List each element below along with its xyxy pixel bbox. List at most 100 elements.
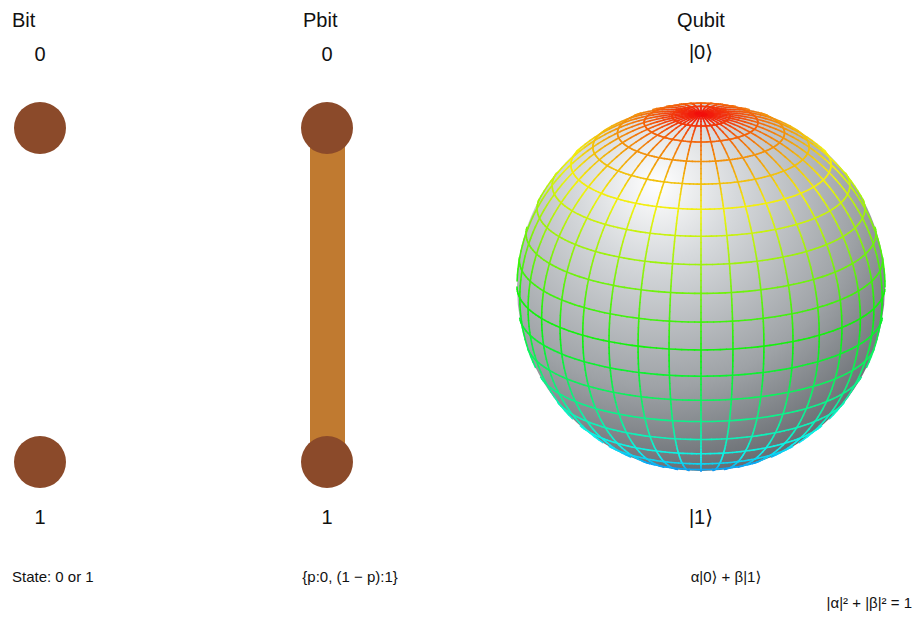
grid-line (719, 184, 721, 189)
grid-line (792, 342, 794, 348)
grid-line (765, 200, 767, 206)
grid-line (793, 340, 799, 341)
grid-line (791, 365, 793, 371)
grid-line (776, 343, 782, 346)
grid-line (665, 291, 671, 293)
grid-line (700, 206, 702, 212)
grid-line (767, 287, 773, 289)
grid-line (725, 399, 731, 401)
grid-line (732, 331, 734, 337)
grid-line (792, 353, 794, 359)
grid-line (735, 419, 741, 421)
grid-line (700, 274, 702, 280)
grid-line (767, 206, 769, 212)
grid-line (782, 342, 788, 345)
grid-line (758, 271, 760, 277)
grid-line (751, 227, 752, 233)
grid-line (741, 450, 745, 452)
grid-line (631, 230, 636, 232)
grid-line (634, 416, 639, 418)
grid-line (720, 349, 726, 351)
grid-line (632, 345, 638, 347)
grid-line (761, 381, 763, 386)
grid-line (790, 371, 792, 377)
grid-line (757, 318, 763, 320)
grid-line (714, 349, 720, 351)
grid-line (749, 397, 755, 399)
grid-line (767, 394, 773, 396)
grid-line (701, 321, 707, 323)
grid-line (700, 373, 702, 379)
grid-line (671, 292, 677, 294)
grid-line (778, 392, 783, 395)
grid-line (594, 310, 599, 311)
grid-line (700, 332, 702, 338)
grid-line (700, 218, 702, 224)
grid-line (763, 364, 765, 370)
grid-line (715, 107, 717, 109)
grid-line (614, 285, 619, 286)
grid-line (598, 339, 603, 340)
grid-line (729, 273, 731, 279)
grid-line (725, 292, 731, 294)
grid-line (763, 352, 765, 358)
grid-line (714, 159, 717, 164)
grid-line (718, 263, 724, 265)
grid-line (731, 291, 737, 293)
grid-line (700, 195, 702, 201)
grid-line (731, 312, 733, 318)
grid-line (749, 290, 755, 292)
grid-line (761, 386, 763, 391)
grid-line (679, 462, 683, 464)
grid-line (773, 414, 778, 416)
grid-line (635, 288, 641, 290)
grid-line (599, 366, 604, 367)
grid-line (599, 311, 604, 312)
grid-line (761, 296, 763, 302)
grid-line (762, 375, 764, 381)
grid-line (775, 229, 777, 235)
grid-line (704, 125, 707, 127)
grid-line (702, 125, 703, 127)
grid-line (617, 135, 619, 136)
grid-line (797, 311, 802, 312)
grid-line (608, 284, 613, 285)
grid-line (716, 168, 719, 173)
grid-line (609, 342, 615, 343)
grid-line (755, 289, 761, 291)
grid-line (792, 348, 794, 354)
grid-line (700, 212, 702, 218)
grid-line (789, 284, 794, 285)
grid-line (701, 293, 707, 295)
grid-line (675, 349, 681, 351)
grid-line (746, 209, 748, 215)
grid-line (720, 321, 726, 323)
grid-line (669, 348, 675, 350)
grid-line (707, 264, 713, 266)
grid-line (731, 389, 733, 394)
grid-line (779, 242, 781, 248)
grid-line (763, 334, 765, 340)
grid-line (713, 399, 719, 401)
grid-line (751, 318, 757, 320)
grid-line (759, 402, 761, 407)
grid-line (760, 290, 762, 296)
grid-line (768, 415, 773, 417)
grid-line (689, 125, 692, 127)
grid-line (657, 319, 663, 321)
grid-line (656, 419, 662, 421)
grid-line (629, 258, 634, 260)
grid-line (792, 329, 794, 335)
grid-line (727, 467, 730, 469)
grid-line (651, 319, 657, 321)
grid-line (620, 343, 626, 346)
grid-line (656, 262, 662, 264)
grid-line (619, 286, 624, 289)
grid-line (731, 305, 733, 311)
grid-line (700, 224, 702, 230)
grid-line (724, 217, 726, 223)
grid-line (722, 200, 724, 206)
grid-line (792, 335, 794, 341)
grid-line (697, 125, 698, 127)
grid-line (653, 290, 659, 292)
